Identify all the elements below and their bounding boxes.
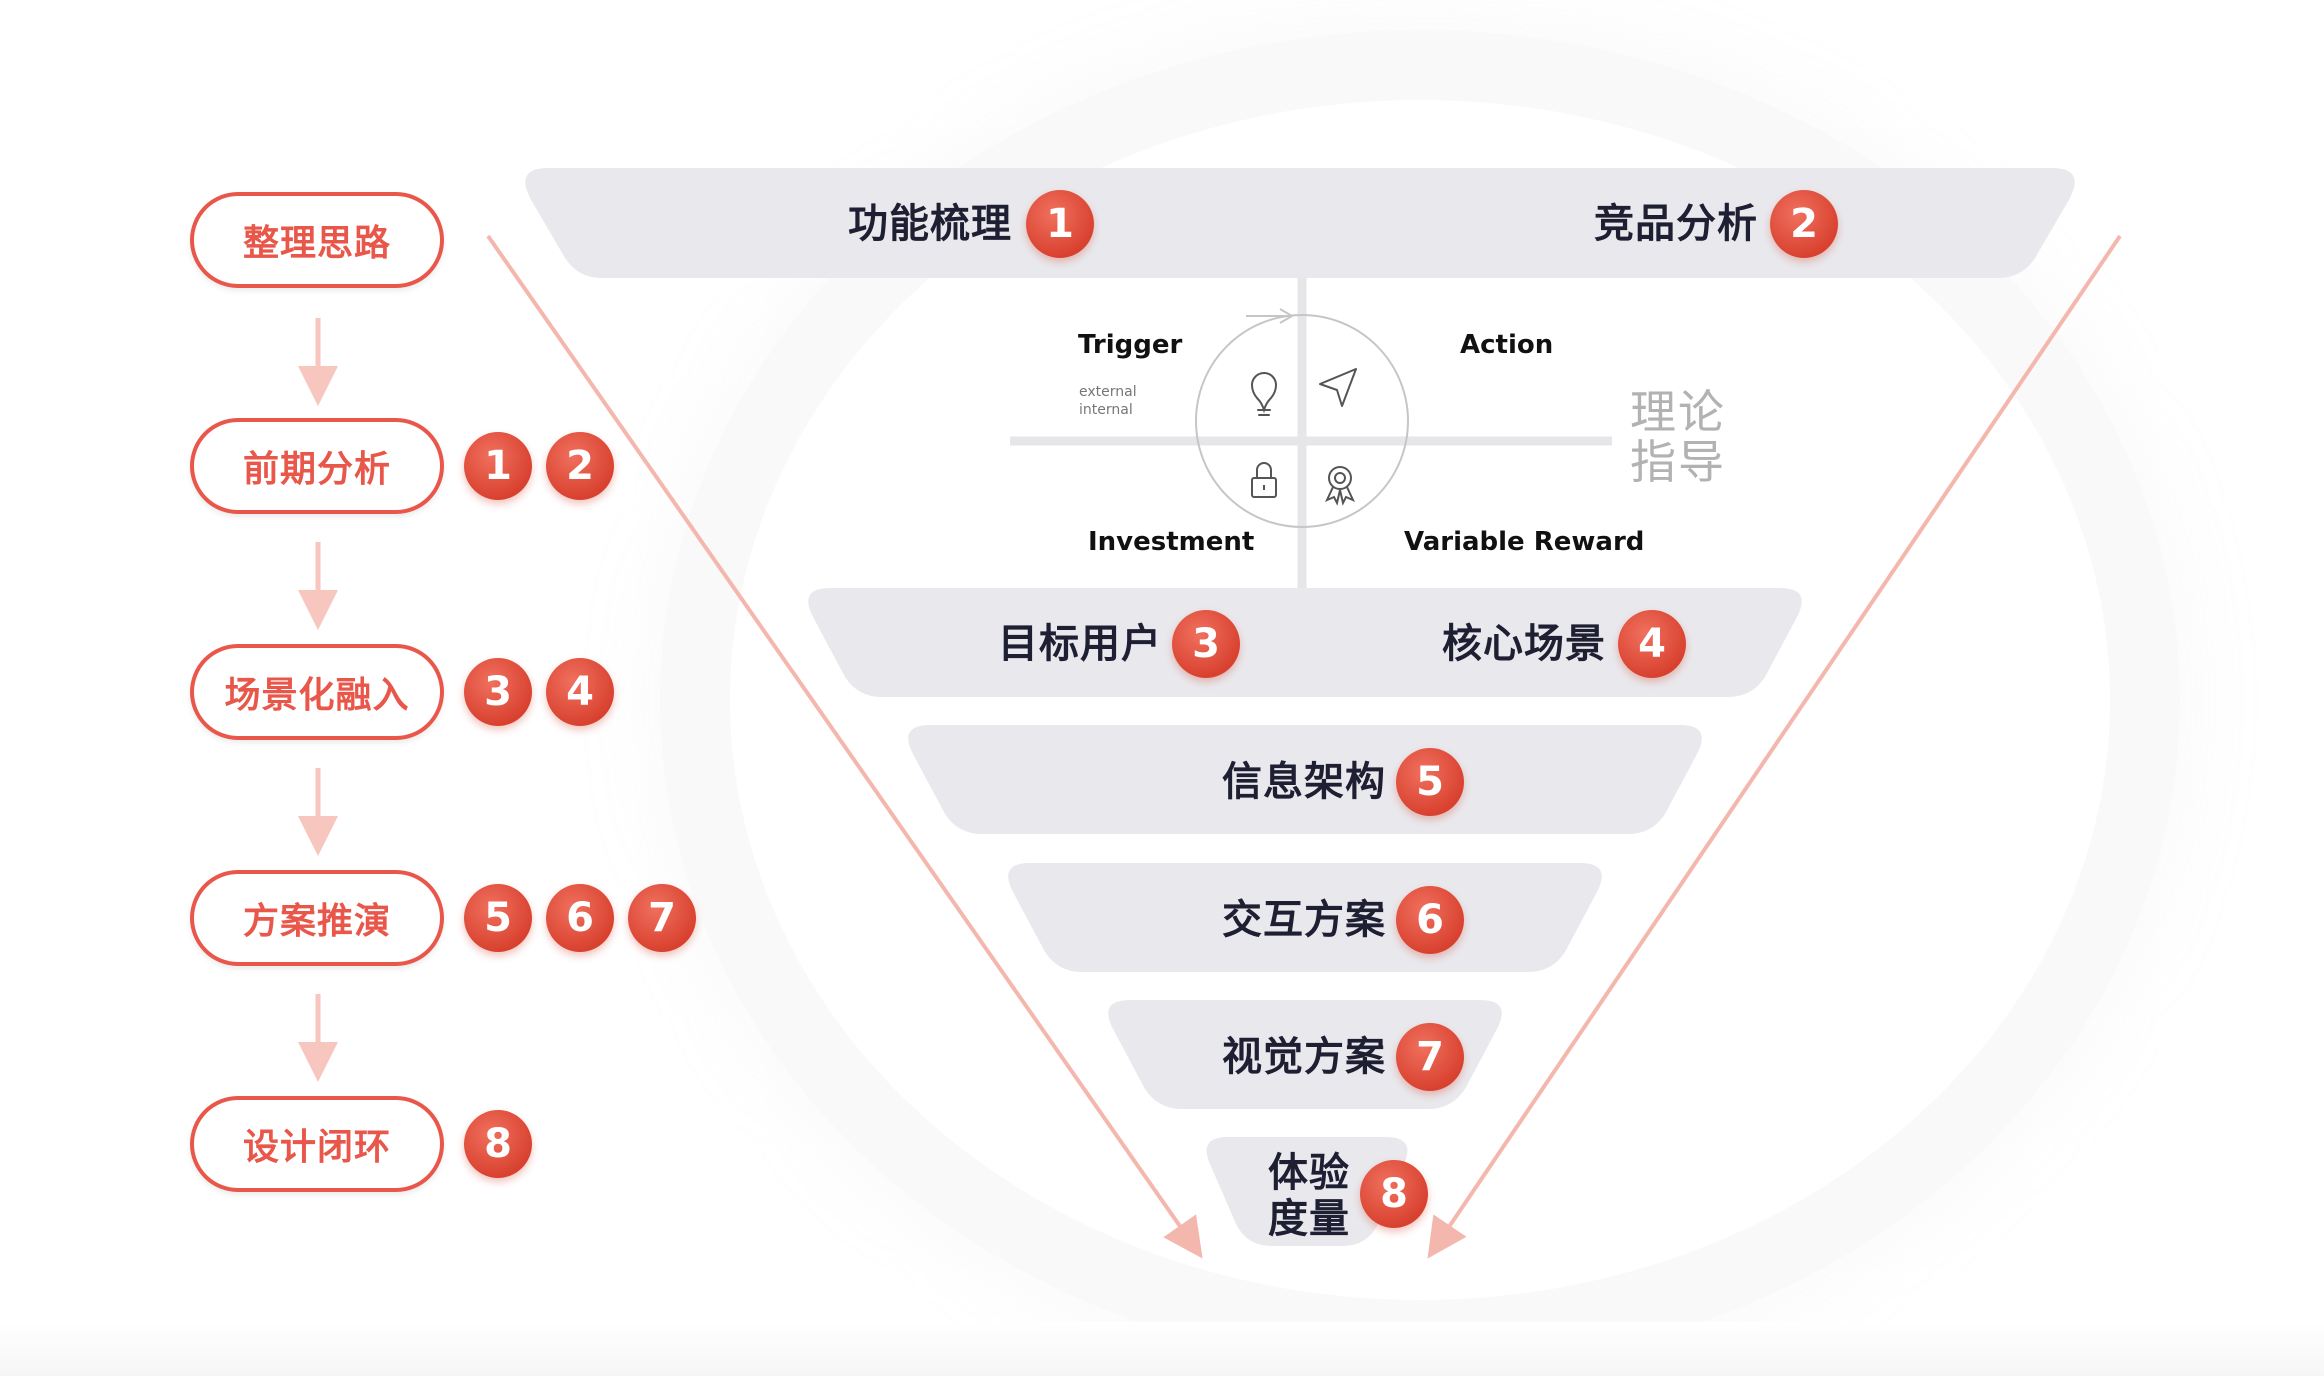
hook-investment-label: Investment [1088, 527, 1255, 557]
tier6-label-line-1: 体验 [1268, 1150, 1350, 1196]
step-design-loop: 设计闭环 [190, 1096, 444, 1192]
tier3-badge: 5 [1396, 748, 1464, 816]
bottom-band [0, 1322, 2324, 1376]
tier2-right-label: 核心场景 [1442, 621, 1606, 667]
funnel-tier-3 [908, 725, 1702, 834]
tier4-badge: 6 [1396, 886, 1464, 954]
hook-cycle-circle [1195, 314, 1409, 528]
funnel-right-arrow [1427, 234, 2122, 1259]
lightbulb-icon [1250, 372, 1278, 416]
tier2-left-label: 目标用户 [998, 621, 1162, 667]
hook-trigger-external: external [1079, 384, 1137, 400]
step-badge-7: 7 [628, 884, 696, 952]
theory-guidance-label: 理论 指导 [1630, 385, 1726, 489]
tier1-right-badge: 2 [1770, 190, 1838, 258]
hook-trigger-internal: internal [1079, 402, 1133, 418]
theory-line-2: 指导 [1630, 434, 1726, 489]
step-preliminary-analysis: 前期分析 [190, 418, 444, 514]
step-badge-1: 1 [464, 432, 532, 500]
tier5-label: 视觉方案 [1222, 1034, 1386, 1080]
award-ribbon-icon [1325, 466, 1355, 506]
step-badge-6: 6 [546, 884, 614, 952]
hook-cycle-arrowhead [1279, 308, 1294, 324]
tier3-label: 信息架构 [1222, 759, 1386, 805]
step-badge-4: 4 [546, 658, 614, 726]
hook-variable-reward-label: Variable Reward [1404, 527, 1645, 557]
step-badge-5: 5 [464, 884, 532, 952]
tier1-left-label: 功能梳理 [848, 201, 1012, 247]
hook-action-label: Action [1460, 330, 1554, 360]
funnel-tier-1 [525, 168, 2075, 278]
tier5-badge: 7 [1396, 1023, 1464, 1091]
step-label: 场景化融入 [224, 675, 410, 716]
step-scenario-integration: 场景化融入 [190, 644, 444, 740]
tier6-label: 体验 度量 [1268, 1150, 1350, 1242]
step-badge-2: 2 [546, 432, 614, 500]
tier4-label: 交互方案 [1222, 897, 1386, 943]
tier6-badge: 8 [1360, 1160, 1428, 1228]
padlock-icon [1251, 462, 1277, 498]
funnel-tier-2 [808, 588, 1802, 697]
tier2-left-badge: 3 [1172, 610, 1240, 678]
step-label: 设计闭环 [242, 1127, 391, 1168]
tier6-label-line-2: 度量 [1268, 1196, 1350, 1242]
step-organize-thinking: 整理思路 [190, 192, 444, 288]
hook-trigger-label: Trigger [1078, 330, 1183, 360]
step-badge-8: 8 [464, 1110, 532, 1178]
step-badge-3: 3 [464, 658, 532, 726]
tier1-left-badge: 1 [1026, 190, 1094, 258]
funnel-tier-4 [1008, 863, 1602, 972]
step-label: 方案推演 [242, 901, 391, 942]
step-label: 前期分析 [242, 449, 391, 490]
step-label: 整理思路 [242, 223, 391, 264]
navigation-arrow-icon [1319, 368, 1357, 407]
tier1-right-label: 竞品分析 [1594, 201, 1758, 247]
funnel-left-arrow [486, 234, 1203, 1259]
funnel-tier-6 [1206, 1137, 1408, 1246]
funnel-tier-5 [1108, 1000, 1502, 1109]
tier2-right-badge: 4 [1618, 610, 1686, 678]
theory-line-1: 理论 [1630, 385, 1726, 439]
step-solution-deduction: 方案推演 [190, 870, 444, 966]
